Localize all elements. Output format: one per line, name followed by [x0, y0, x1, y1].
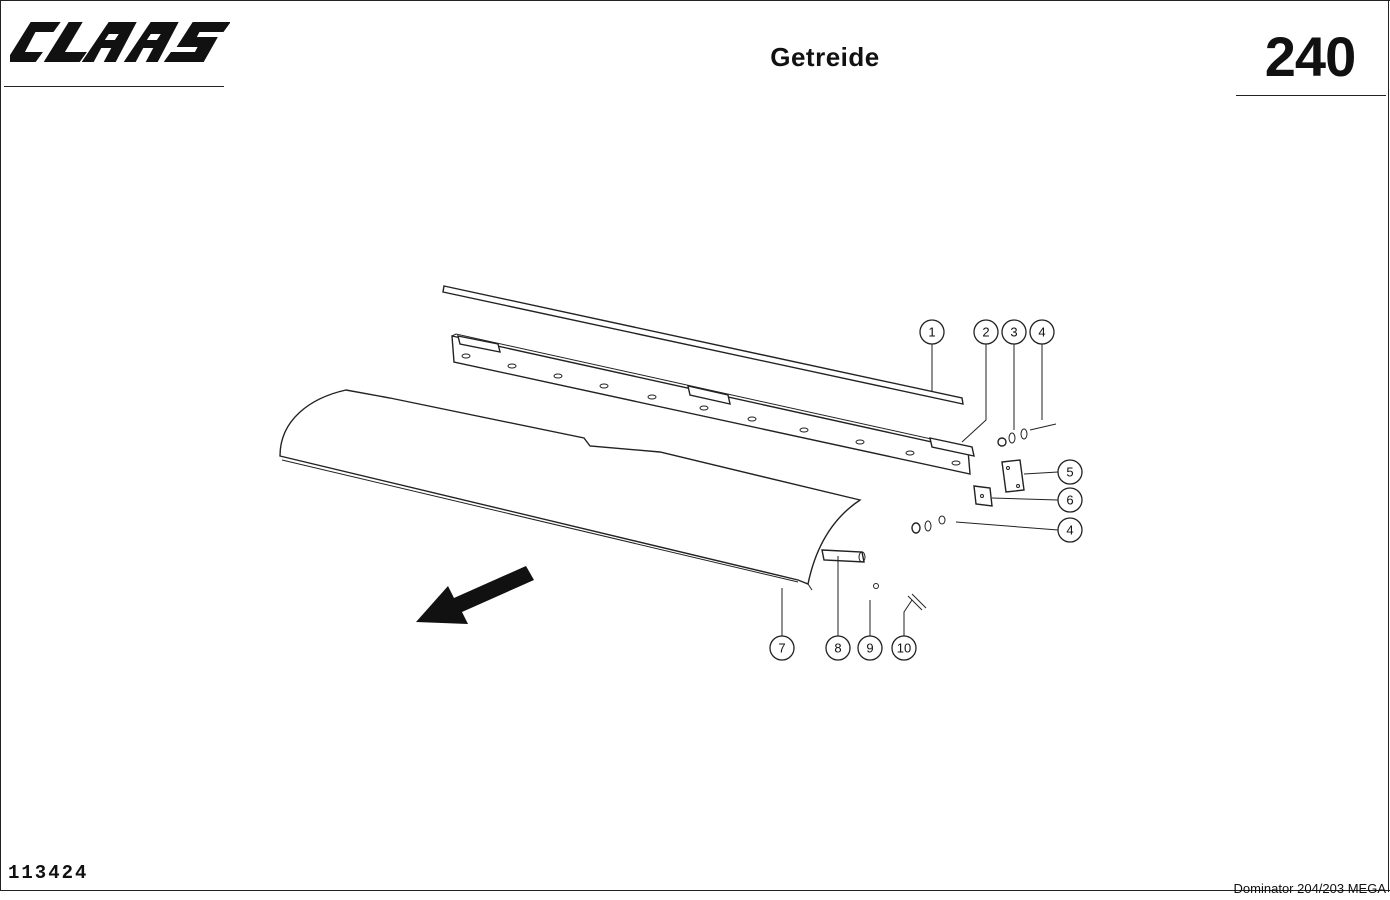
part-small-fasteners: [873, 583, 927, 611]
svg-text:4: 4: [1038, 325, 1045, 340]
part-plate-5: [1001, 459, 1025, 493]
callout-4-lower: 4: [1057, 517, 1083, 543]
callout-2: 2: [973, 319, 999, 345]
svg-text:8: 8: [834, 641, 841, 656]
callout-5: 5: [1057, 459, 1083, 485]
svg-text:4: 4: [1066, 523, 1073, 538]
callout-10: 10: [891, 635, 917, 661]
drawing-number: 113424: [8, 862, 89, 884]
callout-1: 1: [919, 319, 945, 345]
callout-3: 3: [1001, 319, 1027, 345]
svg-text:7: 7: [778, 641, 785, 656]
page-title: Getreide: [770, 42, 880, 72]
machine-model: Dominator 204/203 MEGA: [1233, 881, 1386, 896]
callout-9: 9: [857, 635, 883, 661]
part-angle-rail: [451, 333, 975, 475]
svg-text:3: 3: [1010, 325, 1017, 340]
logo-underline: [4, 86, 224, 87]
svg-text:9: 9: [866, 641, 873, 656]
callout-6: 6: [1057, 487, 1083, 513]
svg-text:10: 10: [897, 641, 911, 656]
part-washers-upper: [997, 423, 1057, 447]
svg-text:6: 6: [1066, 493, 1073, 508]
frame-top-border: [0, 0, 1390, 1]
svg-text:2: 2: [982, 325, 989, 340]
part-tube: [821, 549, 866, 563]
leader-lines: [781, 344, 1059, 636]
part-washers-lower: [911, 515, 946, 534]
callout-8: 8: [825, 635, 851, 661]
svg-text:1: 1: [928, 325, 935, 340]
frame-left-border: [0, 0, 1, 890]
part-curved-cover: [279, 389, 862, 591]
claas-logo: [10, 22, 230, 62]
page-number-underline: [1236, 95, 1386, 96]
page-number: 240: [1264, 25, 1356, 88]
svg-text:5: 5: [1066, 465, 1073, 480]
callout-4-upper: 4: [1029, 319, 1055, 345]
callout-7: 7: [769, 635, 795, 661]
frame-right-border: [1388, 0, 1389, 892]
part-rod: [442, 285, 964, 405]
frame-bottom-border: [0, 890, 1390, 891]
direction-arrow-icon: [416, 566, 534, 624]
part-plate-6: [973, 485, 993, 507]
